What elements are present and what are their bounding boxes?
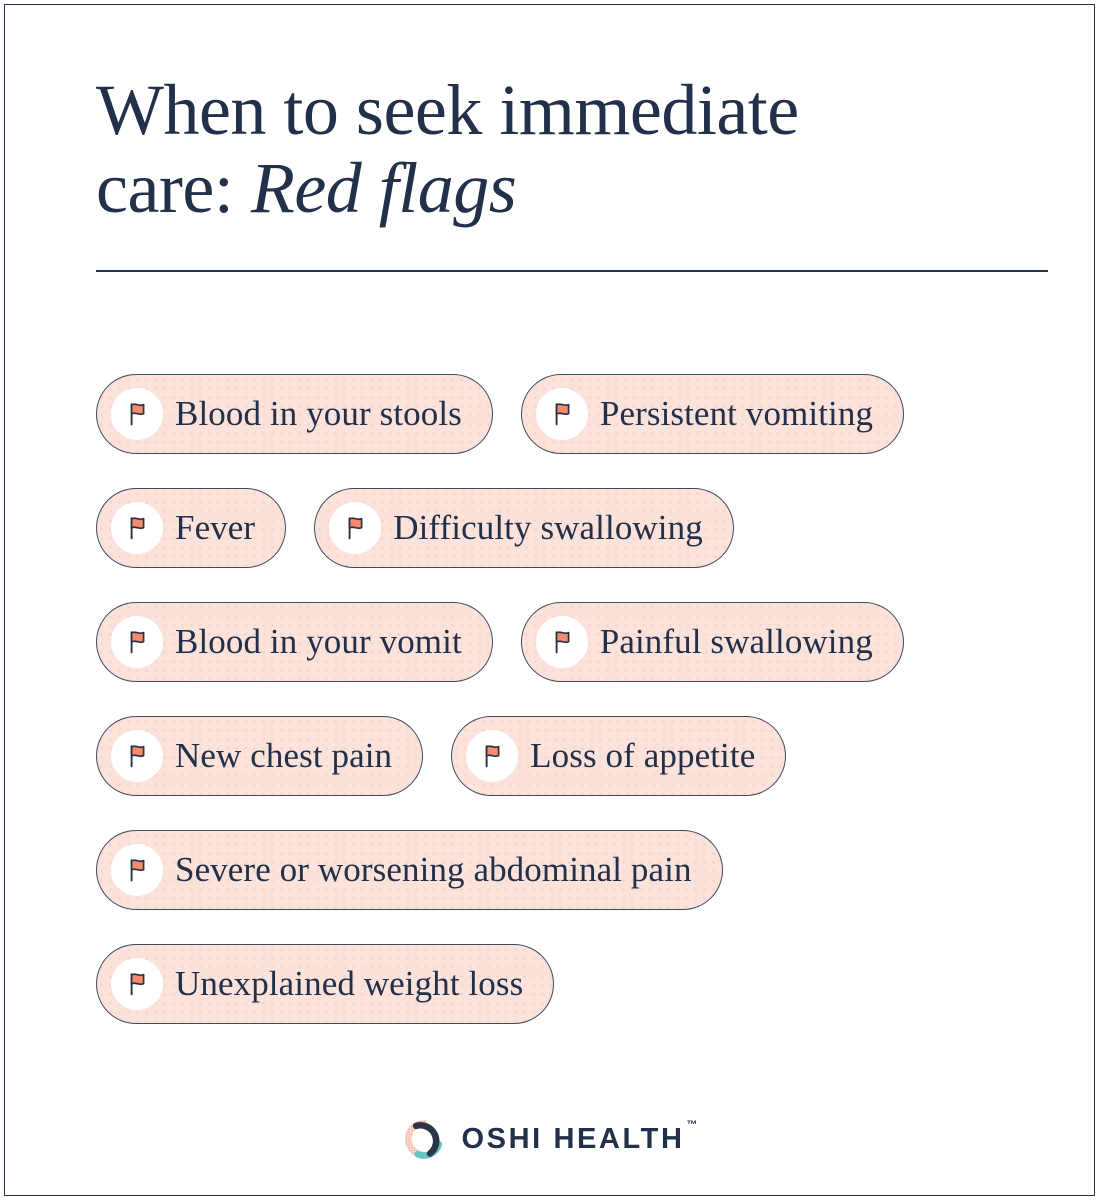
red-flag-icon	[535, 388, 588, 440]
chip-label: Loss of appetite	[530, 735, 756, 775]
red-flag-icon	[111, 502, 163, 554]
chip-label: Blood in your vomit	[175, 621, 462, 661]
chip-label: Severe or worsening abdominal pain	[175, 849, 692, 889]
trademark-symbol: ™	[686, 1118, 698, 1131]
red-flag-chip[interactable]: Severe or worsening abdominal pain	[96, 830, 723, 910]
chip-label: Difficulty swallowing	[393, 507, 703, 547]
chip-row: Severe or worsening abdominal pain	[96, 830, 1056, 910]
red-flag-icon	[535, 616, 588, 668]
chip-label: Persistent vomiting	[599, 393, 874, 433]
red-flag-chip[interactable]: Painful swallowing	[520, 602, 904, 682]
title-line-2-italic: Red flags	[250, 147, 517, 228]
red-flag-icon	[329, 502, 382, 554]
red-flag-icon	[111, 958, 163, 1010]
chip-label: Blood in your stools	[175, 393, 462, 433]
chip-row: New chest pain Loss of appetite	[96, 716, 1056, 796]
red-flag-icon	[466, 730, 519, 782]
chip-row: Fever Difficulty swallowing	[96, 488, 1056, 568]
red-flag-icon	[111, 730, 163, 782]
red-flag-icon	[111, 388, 163, 440]
red-flag-chip[interactable]: Blood in your stools	[96, 374, 493, 454]
chip-row: Blood in your vomit Painful swallowing	[96, 602, 1056, 682]
red-flag-icon	[111, 844, 163, 896]
chip-label: Painful swallowing	[599, 621, 873, 661]
red-flag-icon	[111, 616, 163, 668]
red-flag-chip[interactable]: Difficulty swallowing	[314, 488, 734, 568]
chip-row: Unexplained weight loss	[96, 944, 1056, 1024]
title-divider-rule	[96, 270, 1048, 272]
red-flag-chip[interactable]: Loss of appetite	[451, 716, 787, 796]
red-flag-chip[interactable]: Blood in your vomit	[96, 602, 493, 682]
chip-label: Unexplained weight loss	[175, 963, 524, 1003]
title-line-1: When to seek immediate	[96, 70, 799, 150]
oshi-health-ring-logo-icon	[405, 1119, 443, 1159]
chip-label: New chest pain	[175, 735, 393, 775]
chip-row: Blood in your stools Persistent vomiting	[96, 374, 1056, 454]
red-flag-chip[interactable]: Unexplained weight loss	[96, 944, 555, 1024]
brand-name-text: OSHI HEALTH	[461, 1122, 685, 1155]
red-flag-chip[interactable]: Fever	[96, 488, 287, 568]
chip-label: Fever	[175, 507, 256, 547]
red-flag-chip[interactable]: New chest pain	[96, 716, 424, 796]
title-line-2-plain: care:	[96, 147, 251, 228]
red-flag-chip[interactable]: Persistent vomiting	[520, 374, 905, 454]
red-flag-chip-list: Blood in your stools Persistent vomiting	[96, 374, 1056, 1058]
